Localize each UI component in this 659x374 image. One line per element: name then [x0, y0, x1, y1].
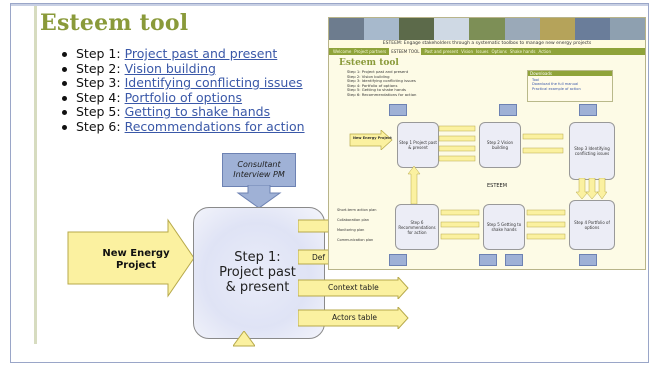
step-1-link[interactable]: Project past and present: [124, 46, 278, 61]
shot-step1-node[interactable]: Step 1 Project past & present: [397, 122, 439, 168]
shot-arrow-6-1: [407, 166, 421, 204]
step-item-5: Step 5: Getting to shake hands: [60, 105, 305, 120]
shot-nav-item[interactable]: Vision: [461, 49, 473, 54]
down-arrow-icon: [236, 185, 282, 209]
shot-step3-node[interactable]: Step 3 Identifying conflicting issues: [569, 122, 615, 180]
shot-arrows-1-2: [438, 125, 476, 162]
shot-step-link[interactable]: Step 2: Vision building: [347, 73, 390, 79]
step-6-link[interactable]: Recommendations for action: [124, 118, 305, 134]
page-title: Esteem tool: [40, 10, 189, 36]
shot-nav-item[interactable]: Welcome: [333, 49, 352, 54]
steps-list: Step 1: Project past and present Step 2:…: [60, 46, 305, 135]
output-label-context: Context table: [328, 283, 379, 292]
shot-left-output: Communication plan: [337, 238, 374, 242]
shot-tagline: ESTEEM: Engage stakeholders through a sy…: [329, 40, 645, 48]
shot-download-link[interactable]: Tool: [532, 78, 539, 82]
new-energy-label: New Energy Project: [102, 248, 170, 271]
shot-mini-doc: [579, 254, 597, 266]
shot-nav-item[interactable]: Issues: [476, 49, 489, 54]
shot-step-link[interactable]: Step 1: Project past and present: [347, 69, 409, 74]
website-screenshot: ESTEEM: Engage stakeholders through a sy…: [328, 17, 646, 270]
shot-downloads-heading: Downloads: [528, 71, 612, 76]
new-energy-arrow: [67, 218, 195, 298]
shot-title: Esteem tool: [339, 58, 399, 68]
step-item-6: Step 6: Recommendations for action: [60, 118, 305, 135]
shot-step4-node[interactable]: Step 4 Portfolio of options: [569, 200, 615, 250]
output-arrow-actors: [298, 307, 409, 329]
shot-download-link[interactable]: Practical example of action: [532, 86, 581, 91]
shot-mini-doc: [579, 104, 597, 116]
shot-step2-node[interactable]: Step 2 Vision building: [479, 122, 521, 168]
shot-arrows-4-5: [526, 209, 566, 240]
bottom-arrow-icon: [233, 331, 255, 347]
slide-left-rule: [34, 6, 37, 344]
slide-frame: [10, 3, 649, 363]
shot-arrows-3-4: [575, 178, 607, 200]
output-arrow-context: [298, 277, 409, 299]
shot-left-output: Short-term action plan: [337, 208, 377, 212]
step-4-link[interactable]: Portfolio of options: [124, 89, 243, 105]
step-5-link[interactable]: Getting to shake hands: [124, 104, 271, 120]
step-3-link[interactable]: Identifying conflicting issues: [124, 75, 303, 91]
shot-mini-doc: [479, 254, 497, 266]
shot-download-link[interactable]: Download the full manual: [532, 82, 579, 87]
shot-nav-item[interactable]: Options: [491, 49, 507, 54]
step-2-link[interactable]: Vision building: [124, 60, 216, 76]
shot-left-output: Monitoring plan: [337, 228, 365, 232]
shot-step6-node[interactable]: Step 6 Recommendations for action: [395, 204, 439, 250]
output-label-def: Def: [312, 253, 326, 262]
shot-nav-item-active[interactable]: ESTEEM TOOL: [389, 48, 422, 55]
step-item-1: Step 1: Project past and present: [60, 46, 305, 62]
shot-step-link[interactable]: Step 5: Getting to shake hands: [347, 87, 406, 93]
shot-arrows-2-3: [522, 133, 564, 154]
step-item-2: Step 2: Vision building: [60, 60, 305, 77]
shot-left-output: Collaboration plan: [337, 218, 369, 222]
consultant-label: Consultant: [237, 160, 281, 169]
shot-mini-doc: [389, 104, 407, 116]
output-arrow-2: [298, 249, 332, 265]
shot-nav-bar: Welcome Project partners ESTEEM TOOL Pas…: [329, 48, 645, 55]
shot-step-link[interactable]: Step 4: Portfolio of options: [347, 82, 398, 88]
shot-center-label: ESTEEM: [487, 183, 508, 189]
shot-step-link[interactable]: Step 6: Recommendations for action: [347, 91, 417, 97]
shot-nep-arrow: [349, 130, 393, 150]
step-item-3: Step 3: Identifying conflicting issues: [60, 75, 305, 91]
shot-steps-list: Step 1: Project past and present Step 2:…: [347, 69, 417, 98]
shot-downloads-box: Downloads Tool Download the full manual …: [527, 70, 613, 102]
shot-nav-item[interactable]: Action: [538, 49, 551, 54]
shot-step5-node[interactable]: Step 5 Getting to shake hands: [483, 204, 525, 250]
shot-arrows-5-6: [440, 209, 480, 240]
shot-mini-doc: [389, 254, 407, 266]
consultant-box: Consultant Interview PM: [222, 153, 296, 187]
shot-step-link[interactable]: Step 3: Identifying conflicting issues: [347, 78, 416, 84]
shot-mini-doc: [499, 104, 517, 116]
photo-banner: [329, 18, 645, 40]
step-item-4: Step 4: Portfolio of options: [60, 89, 305, 106]
output-arrow-1: [298, 219, 332, 233]
output-label-actors: Actors table: [332, 313, 378, 322]
shot-nav-item[interactable]: Shake hands: [509, 49, 536, 54]
shot-mini-doc: [505, 254, 523, 266]
shot-nav-item[interactable]: Project partners: [354, 49, 387, 54]
step1-label: Step 1: Project past & present: [219, 250, 296, 295]
shot-nep-label: New Energy Project: [353, 136, 392, 140]
shot-nav-item[interactable]: Past and present: [424, 49, 459, 54]
consultant-sublabel: Interview PM: [233, 170, 285, 179]
